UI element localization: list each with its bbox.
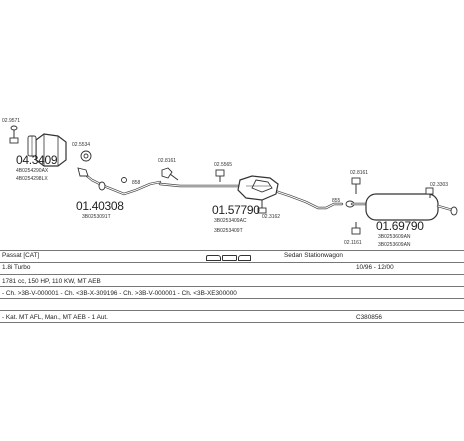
divider (0, 310, 464, 311)
middle-silencer (237, 175, 279, 201)
info-ref: C380856 (356, 314, 382, 321)
clamp-icon (161, 167, 179, 181)
label-middle-code: 01.57790 (212, 203, 260, 217)
info-chassis: - Ch. >3B-V-000001 - Ch. <3B-X-309196 - … (2, 290, 237, 297)
connector-858 (121, 177, 127, 183)
label-855: 855 (332, 198, 341, 204)
label-clamp-2: 02.8161 (158, 158, 176, 164)
hatch-icon (238, 255, 251, 261)
clamp-icon (425, 187, 434, 198)
clamp-icon (351, 222, 361, 235)
wagon-icon (222, 255, 237, 261)
label-catalyst-code: 04.3409 (16, 153, 58, 167)
label-front-pipe-code: 01.40308 (76, 199, 124, 213)
info-catalyst-line: - Kat. MT AFL, Man., MT AEB - 1 Aut. (2, 314, 108, 321)
label-clamp-6: 02.3303 (430, 182, 448, 188)
rear-silencer (350, 193, 458, 221)
label-rear-code: 01.69790 (376, 219, 424, 233)
label-clamp-3: 02.5565 (214, 162, 232, 168)
label-clamp-7: 02.1161 (344, 240, 362, 246)
label-clamp-4: 02.3162 (262, 214, 280, 220)
label-clamp-5: 02.8161 (350, 170, 368, 176)
divider (0, 322, 464, 323)
middle-pipe (158, 182, 344, 210)
label-gasket: 02.5534 (72, 142, 90, 148)
clamp-icon (257, 200, 267, 214)
info-model: Passat [CAT] (2, 252, 40, 259)
label-rear-oem-2: 3B0253609AN (378, 242, 411, 248)
label-858: 858 (132, 180, 141, 186)
label-front-pipe-oem: 3B0253091T (82, 214, 111, 220)
divider (0, 286, 464, 287)
clamp-icon (215, 169, 225, 182)
info-years: 10/96 - 12/00 (356, 264, 394, 271)
info-body: Sedan Stationwagon (284, 252, 343, 259)
divider (0, 274, 464, 275)
divider (0, 250, 464, 251)
label-middle-oem-1: 3B0253409AC (214, 218, 247, 224)
label-rear-oem-1: 3B0253609AN (378, 234, 411, 240)
car-icons (206, 253, 251, 261)
sedan-icon (206, 255, 221, 261)
catalytic-converter (27, 133, 67, 167)
label-clamp-top-left: 02.9571 (2, 118, 20, 124)
label-catalyst-oem-1: 4B0254290AX (16, 168, 49, 174)
label-middle-oem-2: 3B0253409T (214, 228, 243, 234)
divider (0, 262, 464, 263)
front-pipe (77, 167, 162, 196)
info-spec: 1781 cc, 150 HP, 110 KW, MT AEB (2, 278, 101, 285)
clamp-icon (9, 125, 19, 144)
info-engine: 1.8i Turbo (2, 264, 31, 271)
label-catalyst-oem-2: 4B0254298LX (16, 176, 48, 182)
gasket-icon (80, 150, 92, 162)
divider (0, 298, 464, 299)
clamp-icon (351, 177, 361, 194)
